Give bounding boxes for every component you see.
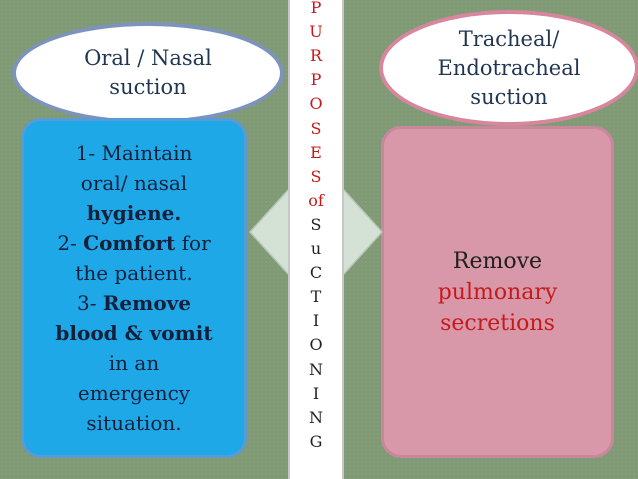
- vertical-letter: N: [309, 407, 323, 427]
- tracheal-purpose-line-1: Remove: [452, 248, 543, 274]
- bold-segment: hygiene.: [86, 201, 182, 225]
- vertical-letter: P: [310, 0, 322, 17]
- oral-nasal-title-text: Oral / Nasal suction: [84, 46, 212, 99]
- text-segment: oral/ nasal: [80, 171, 188, 195]
- text-segment: the patient.: [75, 261, 193, 285]
- oral-nasal-purpose-line: oral/ nasal: [55, 168, 212, 198]
- vertical-letter: S: [310, 166, 322, 186]
- bold-segment: blood & vomit: [55, 321, 213, 345]
- vertical-letter: S: [310, 214, 322, 234]
- vertical-letter: U: [309, 22, 323, 42]
- vertical-letter: C: [309, 263, 323, 283]
- tracheal-purpose-line-3: secretions: [440, 310, 555, 336]
- vertical-letter: I: [312, 311, 320, 331]
- vertical-letter: I: [312, 383, 320, 403]
- vertical-letter: T: [310, 287, 322, 307]
- tracheal-purpose-line-2: pulmonary: [437, 279, 558, 305]
- text-segment: 2-: [57, 231, 84, 255]
- oral-nasal-suction-title: Oral / Nasal suction: [12, 22, 284, 124]
- vertical-letter: P: [310, 70, 322, 90]
- text-segment: in an: [108, 351, 160, 375]
- text-segment: for: [175, 231, 211, 255]
- vertical-letter: u: [310, 239, 322, 258]
- bold-segment: Remove: [102, 291, 192, 315]
- oral-nasal-purpose-line: emergency: [55, 378, 212, 408]
- tracheal-title-text: Tracheal/ Endotracheal suction: [437, 26, 581, 109]
- tracheal-purposes-box: Remove pulmonary secretions: [381, 126, 614, 458]
- text-segment: 3-: [76, 291, 103, 315]
- bold-segment: Comfort: [83, 231, 176, 255]
- oral-nasal-purpose-line: situation.: [55, 408, 212, 438]
- tracheal-purposes-text: Remove pulmonary secretions: [438, 246, 558, 339]
- vertical-letter: O: [309, 94, 323, 114]
- oral-nasal-purpose-line: in an: [55, 348, 212, 378]
- text-segment: emergency: [77, 381, 191, 405]
- oral-nasal-purpose-line: blood & vomit: [55, 318, 212, 348]
- oral-nasal-purpose-line: hygiene.: [55, 198, 212, 228]
- vertical-letter: R: [309, 46, 323, 66]
- vertical-letter: of: [308, 190, 324, 210]
- vertical-letter: G: [309, 431, 323, 451]
- oral-nasal-purpose-line: 1- Maintain: [55, 138, 212, 168]
- vertical-letter: E: [310, 142, 322, 162]
- text-segment: 1- Maintain: [75, 141, 193, 165]
- text-segment: situation.: [86, 411, 182, 435]
- oral-nasal-purpose-line: 3- Remove: [55, 288, 212, 318]
- vertical-letter: O: [309, 335, 323, 355]
- vertical-letter: S: [310, 118, 322, 138]
- oral-nasal-purpose-line: 2- Comfort for: [55, 228, 212, 258]
- vertical-letter: N: [309, 359, 323, 379]
- tracheal-suction-title: Tracheal/ Endotracheal suction: [379, 10, 638, 126]
- oral-nasal-purpose-line: the patient.: [55, 258, 212, 288]
